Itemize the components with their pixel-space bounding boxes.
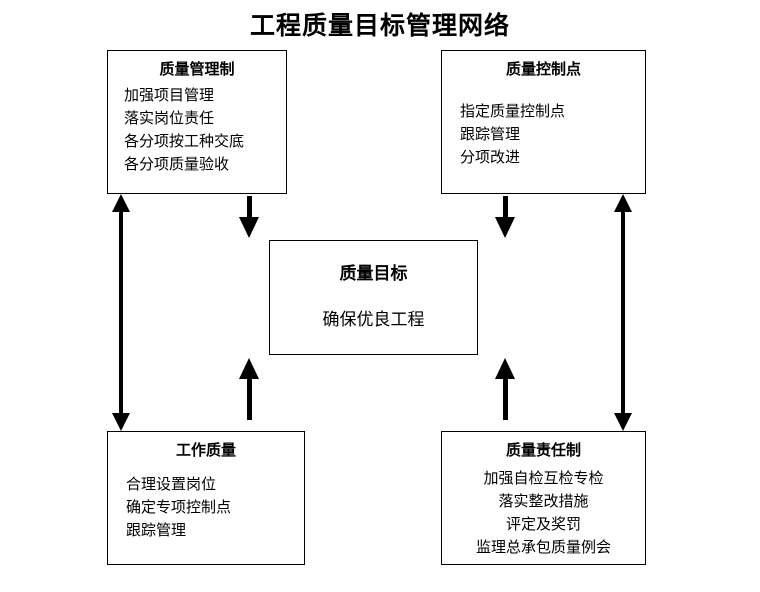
arrow-right-vertical [614, 194, 632, 431]
box-control-point: 质量控制点 指定质量控制点 跟踪管理 分项改进 [441, 50, 646, 194]
box-work-quality-body: 合理设置岗位 确定专项控制点 跟踪管理 [108, 474, 304, 543]
box-control-point-line-3: 分项改进 [460, 150, 521, 166]
box-quality-goal-subtitle: 确保优良工程 [322, 310, 425, 329]
page-title: 工程质量目标管理网络 [249, 13, 510, 40]
box-quality-responsibility-line-3: 评定及奖罚 [505, 517, 581, 533]
box-control-point-line-1: 指定质量控制点 [460, 104, 566, 120]
box-work-quality-line-3: 跟踪管理 [126, 523, 187, 539]
box-quality-responsibility-body: 加强自检互检专检 落实整改措施 评定及奖罚 监理总承包质量例会 [442, 468, 645, 560]
arrow-left-vertical [112, 194, 130, 431]
box-quality-responsibility-header: 质量责任制 [505, 443, 581, 459]
box-control-point-header: 质量控制点 [505, 62, 581, 78]
box-quality-management-body: 加强项目管理 落实岗位责任 各分项按工种交底 各分项质量验收 [108, 85, 286, 177]
box-quality-management: 质量管理制 加强项目管理 落实岗位责任 各分项按工种交底 各分项质量验收 [107, 50, 287, 194]
box-quality-responsibility-line-4: 监理总承包质量例会 [475, 540, 611, 556]
box-quality-responsibility: 质量责任制 加强自检互检专检 落实整改措施 评定及奖罚 监理总承包质量例会 [441, 431, 646, 565]
box-work-quality-line-1: 合理设置岗位 [126, 477, 217, 493]
arrow-bottomleft-to-goal [239, 358, 259, 420]
box-quality-goal: 质量目标 确保优良工程 [269, 240, 478, 355]
box-quality-responsibility-line-1: 加强自检互检专检 [483, 471, 604, 487]
box-quality-goal-header: 质量目标 [339, 264, 408, 283]
arrow-topleft-to-goal [239, 196, 259, 238]
box-quality-responsibility-line-2: 落实整改措施 [498, 494, 589, 510]
box-work-quality-header: 工作质量 [175, 443, 236, 459]
box-quality-management-line-1: 加强项目管理 [124, 88, 215, 104]
box-control-point-body: 指定质量控制点 跟踪管理 分项改进 [442, 101, 645, 170]
arrow-topright-to-goal [495, 196, 515, 238]
box-quality-management-header: 质量管理制 [159, 62, 235, 78]
box-quality-management-line-3: 各分项按工种交底 [124, 134, 245, 150]
box-work-quality: 工作质量 合理设置岗位 确定专项控制点 跟踪管理 [107, 431, 305, 565]
box-quality-management-line-4: 各分项质量验收 [124, 157, 230, 173]
arrow-bottomright-to-goal [495, 358, 515, 420]
box-work-quality-line-2: 确定专项控制点 [126, 500, 232, 516]
box-quality-management-line-2: 落实岗位责任 [124, 111, 215, 127]
box-control-point-line-2: 跟踪管理 [460, 127, 521, 143]
